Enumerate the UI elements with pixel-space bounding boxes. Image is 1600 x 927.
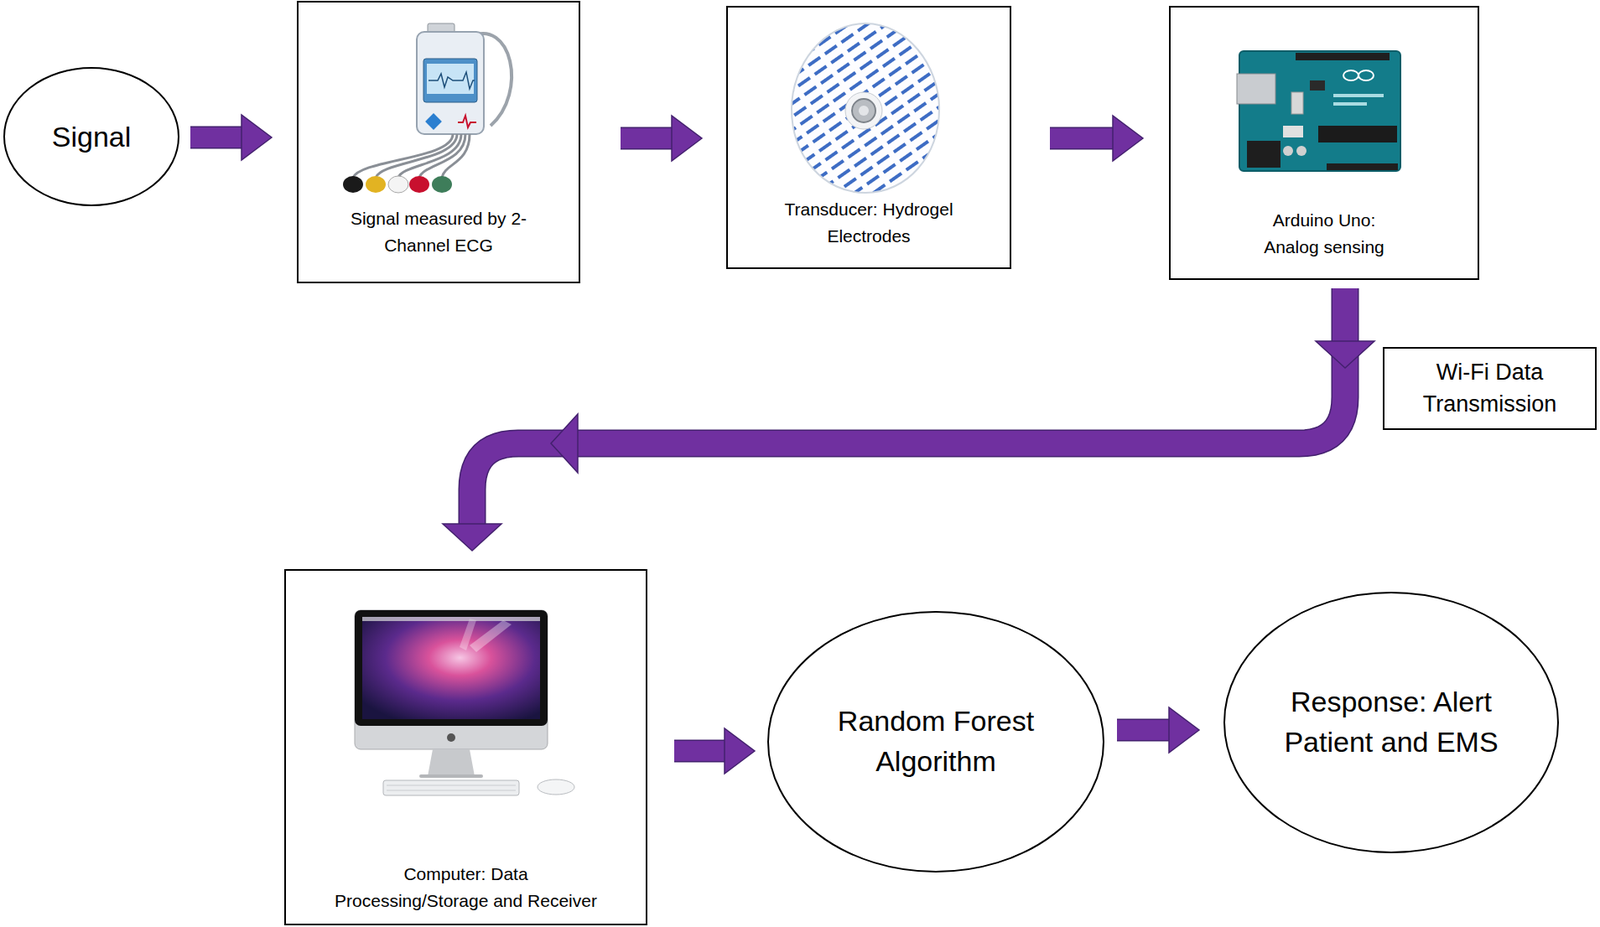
arrow-head: [241, 114, 272, 161]
holter-recorder: [419, 134, 466, 178]
ellipse-outline: [1223, 592, 1559, 854]
node-label: Response: Alert Patient and EMS: [1282, 682, 1501, 763]
node-label: Signal measured by 2-Channel ECG: [327, 205, 551, 259]
holter-recorder: [388, 176, 409, 193]
process-box: Computer: Data Processing/Storage and Re…: [284, 569, 648, 926]
flow-arrow: [442, 288, 1375, 551]
holter-recorder: [431, 176, 452, 193]
arrow-head: [671, 115, 702, 162]
arrow-shaft: [1116, 720, 1175, 741]
arduino-board: [1283, 145, 1294, 156]
arduino-board: [1333, 102, 1367, 106]
output-ellipse: Response: Alert Patient and EMS: [1223, 592, 1559, 854]
electrode-pad: [851, 98, 876, 123]
node-label: Random Forest Algorithm: [814, 701, 1058, 782]
arduino-board: [1309, 80, 1325, 91]
arduino-board: [1295, 52, 1390, 61]
holter-recorder: [416, 31, 484, 135]
ellipse-outline: [768, 612, 1104, 873]
holter-recorder: [409, 176, 430, 193]
computer-icon: [386, 790, 516, 792]
holter-recorder: [365, 176, 386, 193]
arrow-shaft: [1049, 128, 1119, 149]
holter-recorder: [425, 113, 442, 130]
computer-icon: [446, 733, 456, 743]
computer-icon: [459, 618, 477, 651]
algorithm-ellipse: Random Forest Algorithm: [767, 611, 1105, 873]
arrow-shaft: [620, 128, 678, 149]
process-box: Transducer: Hydrogel Electrodes: [726, 5, 1012, 270]
arrow-outline: [472, 288, 1346, 530]
flow-arrow: [674, 728, 755, 775]
arduino-board: [1283, 125, 1304, 138]
arduino-board: [1246, 140, 1281, 168]
computer-icon: [469, 620, 512, 653]
computer-icon: [362, 617, 541, 720]
arrow-head: [724, 728, 755, 775]
arduino-board: [1333, 93, 1384, 98]
arrow-outline: [620, 127, 678, 151]
holter-recorder: [342, 176, 364, 193]
label-box: Wi-Fi Data Transmission: [1382, 347, 1597, 431]
arduino-board: [1343, 70, 1359, 81]
arduino-board: [1326, 163, 1398, 171]
computer-icon: [354, 610, 575, 796]
arrow-head: [442, 524, 502, 551]
arduino-board: [1236, 73, 1276, 104]
ellipse-outline: [767, 611, 1105, 873]
node-label: Signal: [51, 118, 132, 156]
computer-icon: [383, 780, 520, 796]
ellipse-outline: [1224, 592, 1559, 853]
electrode-pad: [791, 23, 940, 193]
process-box: Signal measured by 2-Channel ECG: [296, 0, 581, 284]
arrow-shaft: [472, 288, 1346, 530]
node-label: Transducer: Hydrogel Electrodes: [763, 196, 974, 250]
holter-recorder: [342, 23, 512, 193]
flow-arrow: [620, 115, 702, 162]
node-label: Arduino Uno: Analog sensing: [1246, 207, 1403, 260]
arduino-board: [1358, 70, 1374, 81]
arrow-head: [1112, 115, 1143, 162]
arrow-head: [1168, 707, 1200, 754]
computer-icon: [386, 785, 516, 787]
arduino-board: [1296, 145, 1307, 156]
holter-recorder: [457, 115, 477, 128]
computer-icon: [419, 774, 484, 779]
electrode-pad: [791, 23, 940, 193]
computer-icon: [354, 610, 548, 750]
arrow-head: [550, 414, 578, 473]
holter-recorder: [426, 63, 474, 94]
node-label: Computer: Data Processing/Storage and Re…: [327, 861, 605, 915]
input-ellipse: Signal: [3, 67, 180, 207]
flow-arrow: [1116, 707, 1200, 754]
computer-icon: [362, 617, 541, 622]
arduino-board: [1318, 125, 1398, 143]
arduino-board: [1236, 51, 1401, 172]
arduino-board: [1239, 51, 1401, 172]
node-label: Wi-Fi Data Transmission: [1402, 357, 1579, 421]
flow-arrow: [190, 114, 272, 161]
arrow-shaft: [190, 127, 248, 148]
flow-arrow: [1049, 115, 1143, 162]
holter-recorder: [428, 72, 475, 89]
computer-icon: [354, 610, 548, 727]
arrow-head: [1315, 341, 1375, 369]
holter-recorder: [423, 58, 478, 103]
arrow-outline: [190, 126, 248, 150]
process-box: Arduino Uno: Analog sensing: [1168, 5, 1480, 281]
ellipse-outline: [4, 67, 179, 206]
arrow-outline: [674, 740, 731, 764]
computer-icon: [427, 749, 475, 777]
arrow-outline: [1116, 719, 1175, 743]
holter-recorder: [441, 134, 470, 178]
electrode-pad: [845, 92, 883, 130]
arrow-outline: [1049, 127, 1119, 151]
computer-icon: [537, 779, 575, 795]
electrode-pad: [858, 105, 869, 116]
arduino-board: [1291, 92, 1304, 115]
arrow-shaft: [674, 741, 731, 762]
